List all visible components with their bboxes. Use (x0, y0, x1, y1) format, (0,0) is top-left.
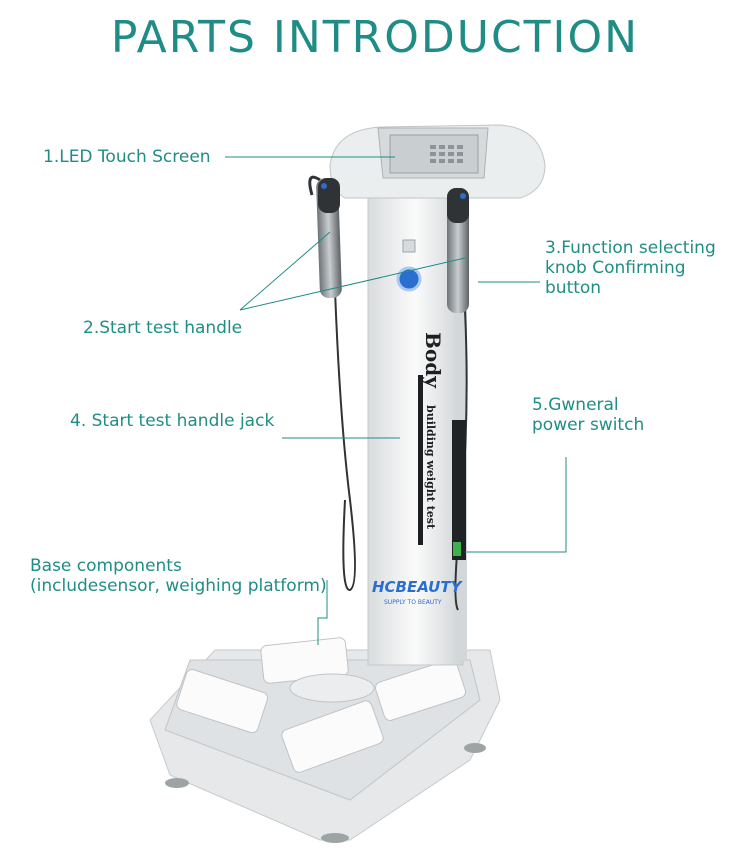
label-base-components-line1: Base components (30, 556, 182, 576)
label-power-switch-line1: 5.Gwneral (532, 395, 619, 415)
body-brand-text: Body (421, 332, 445, 389)
label-handle-jack: 4. Start test handle jack (70, 411, 275, 431)
left-handle (316, 177, 342, 299)
brand-logo-text: HCBEAUTY (372, 578, 464, 596)
head-unit (329, 124, 546, 199)
label-start-test-handle: 2.Start test handle (83, 318, 243, 338)
label-function-knob-line1: 3.Function selecting (545, 238, 716, 258)
label-function-knob-line2: knob Confirming (545, 258, 686, 278)
power-switch (453, 542, 461, 556)
label-function-knob-line3: button (545, 278, 602, 298)
label-base-components: Base components (includesensor, weighing… (30, 556, 327, 596)
device-subtitle-text: building weight test (424, 405, 437, 530)
label-power-switch: 5.Gwneral power switch (532, 395, 644, 435)
right-handle (447, 188, 469, 313)
base-platform (149, 637, 501, 843)
label-led-touch-screen: 1.LED Touch Screen (43, 147, 211, 167)
label-base-components-line2: (includesensor, weighing platform) (30, 576, 327, 596)
label-function-knob: 3.Function selecting knob Confirming but… (545, 238, 716, 298)
function-knob (396, 266, 422, 292)
label-power-switch-line2: power switch (532, 415, 645, 435)
page-title: PARTS INTRODUCTION (110, 12, 640, 63)
brand-subtext: SUPPLY TO BEAUTY (384, 599, 442, 606)
